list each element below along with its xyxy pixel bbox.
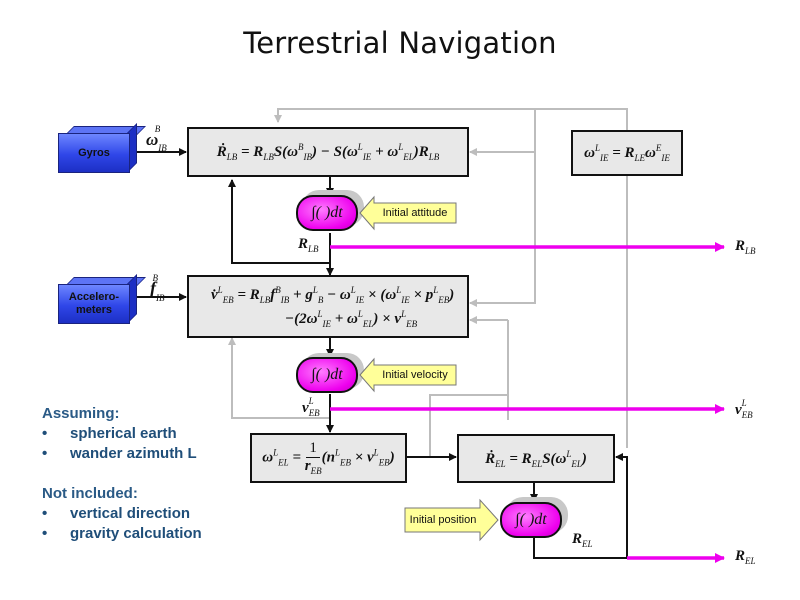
position-equation: ṘEL = RELS(ωLEL) [485, 448, 587, 469]
attitude-equation: ṘLB = RLBS(ωBIB) − S(ωLIE + ωLEL)RLB [216, 142, 440, 162]
position-equation-box: ṘEL = RELS(ωLEL) [457, 434, 615, 483]
assuming-item: •wander azimuth L [42, 445, 197, 462]
attitude-integrator: ∫( )dt [296, 195, 358, 231]
slide-title: Terrestrial Navigation [243, 26, 557, 60]
not-included-item: •vertical direction [42, 505, 191, 522]
initial-attitude-label: Initial attitude [382, 207, 448, 219]
output-lines [330, 242, 725, 563]
output-attitude-rlb: RLB [735, 238, 756, 256]
feedback-vel-out-to-velocity-box [228, 337, 330, 419]
accel-output-f-ib-b: fIBB [150, 273, 165, 303]
feedback-wires [228, 108, 628, 456]
accelerometers-block: Accelero- meters [58, 274, 146, 324]
velocity-veb-label: vLEB [302, 396, 320, 418]
position-integrator: ∫( )dt [500, 502, 562, 538]
attitude-equation-box: ṘLB = RLBS(ωBIB) − S(ωLIE + ωLEL)RLB [187, 127, 469, 177]
position-rel-label: REL [572, 531, 593, 549]
output-position-rel: REL [735, 548, 756, 566]
feedback-vel-to-transport [429, 394, 508, 456]
earth-rate-box: ωLIE = RLEωEIE [571, 130, 683, 176]
gyros-label: Gyros [58, 133, 130, 173]
earth-rate-equation: ωLIE = RLEωEIE [584, 143, 670, 163]
attitude-rlb-label: RLB [298, 236, 319, 254]
not-included-heading: Not included: [42, 485, 138, 502]
feedback-to-attitude-right [469, 109, 536, 156]
velocity-equation-line2: −(2ωLIE + ωLEL) × vLEB [285, 308, 418, 329]
initial-attitude-callout: Initial attitude [358, 195, 458, 231]
velocity-integrator: ∫( )dt [296, 357, 358, 393]
velocity-equation-box: v̇LEB = RLBfBIB + gLB − ωLIE × (ωLIE × p… [187, 275, 469, 338]
gyros-block: Gyros [58, 123, 146, 173]
not-included-item: •gravity calculation [42, 525, 202, 542]
initial-position-label: Initial position [409, 514, 477, 526]
accelerometers-label-line1: Accelero- [68, 291, 120, 303]
accelerometers-label-line2: meters [75, 304, 113, 316]
initial-position-callout: Initial position [404, 498, 500, 542]
assumptions-notes: Assuming: •spherical earth •wander azimu… [42, 404, 202, 544]
assuming-item: •spherical earth [42, 425, 177, 442]
output-velocity-veb: vLEB [735, 398, 753, 420]
initial-velocity-callout: Initial velocity [358, 357, 458, 393]
feedback-earthrate-to-attitude [274, 108, 628, 130]
velocity-equation-line1: v̇LEB = RLBfBIB + gLB − ωLIE × (ωLIE × p… [211, 284, 455, 305]
initial-velocity-label: Initial velocity [382, 369, 448, 381]
gyro-output-omega-ib-b: ωIBB [146, 124, 167, 154]
feedback-to-velocity-1 [469, 152, 536, 307]
assuming-heading: Assuming: [42, 405, 120, 422]
